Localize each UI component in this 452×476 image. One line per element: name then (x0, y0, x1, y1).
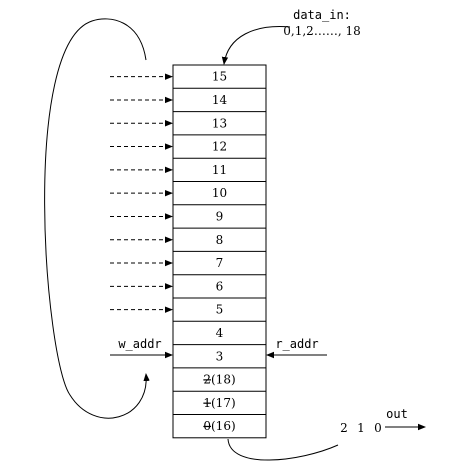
memory-cell-3: 3 (216, 349, 224, 363)
data-in-label: data_in: (293, 8, 351, 22)
memory-cell-5: 5 (216, 303, 224, 317)
output-value-1: 1 (357, 421, 365, 435)
pending-write-arrows (110, 73, 173, 313)
memory-cell-15: 15 (212, 70, 227, 84)
r-addr-label: r_addr (275, 337, 318, 351)
memory-cell-1: 1(17) (203, 396, 235, 410)
memory-cell-2: 2(18) (203, 373, 235, 387)
memory-array: 15 14 13 12 11 10 9 8 7 6 5 4 3 2(18) 1(17) 0(16) (172, 64, 267, 439)
memory-cell-0: 0(16) (203, 419, 235, 433)
memory-cell-6: 6 (216, 279, 224, 293)
memory-cell-7: 7 (216, 256, 224, 270)
output-curve (227, 438, 339, 461)
memory-cell-12: 12 (212, 140, 227, 154)
data-in-arrow (221, 26, 291, 65)
w-addr-label: w_addr (118, 337, 161, 351)
wrap-around-arrow (44, 18, 150, 419)
output-value-2: 2 (340, 421, 348, 435)
output-value-0: 0 (374, 421, 382, 435)
memory-cell-4: 4 (216, 326, 224, 340)
data-in-sequence: 0,1,2……, 18 (283, 24, 360, 38)
memory-cell-11: 11 (212, 163, 227, 177)
memory-cell-8: 8 (216, 233, 224, 247)
memory-cell-14: 14 (212, 93, 228, 107)
out-label: out (386, 407, 408, 421)
memory-cell-13: 13 (212, 116, 227, 130)
memory-cell-9: 9 (216, 209, 224, 223)
memory-cell-10: 10 (212, 186, 227, 200)
